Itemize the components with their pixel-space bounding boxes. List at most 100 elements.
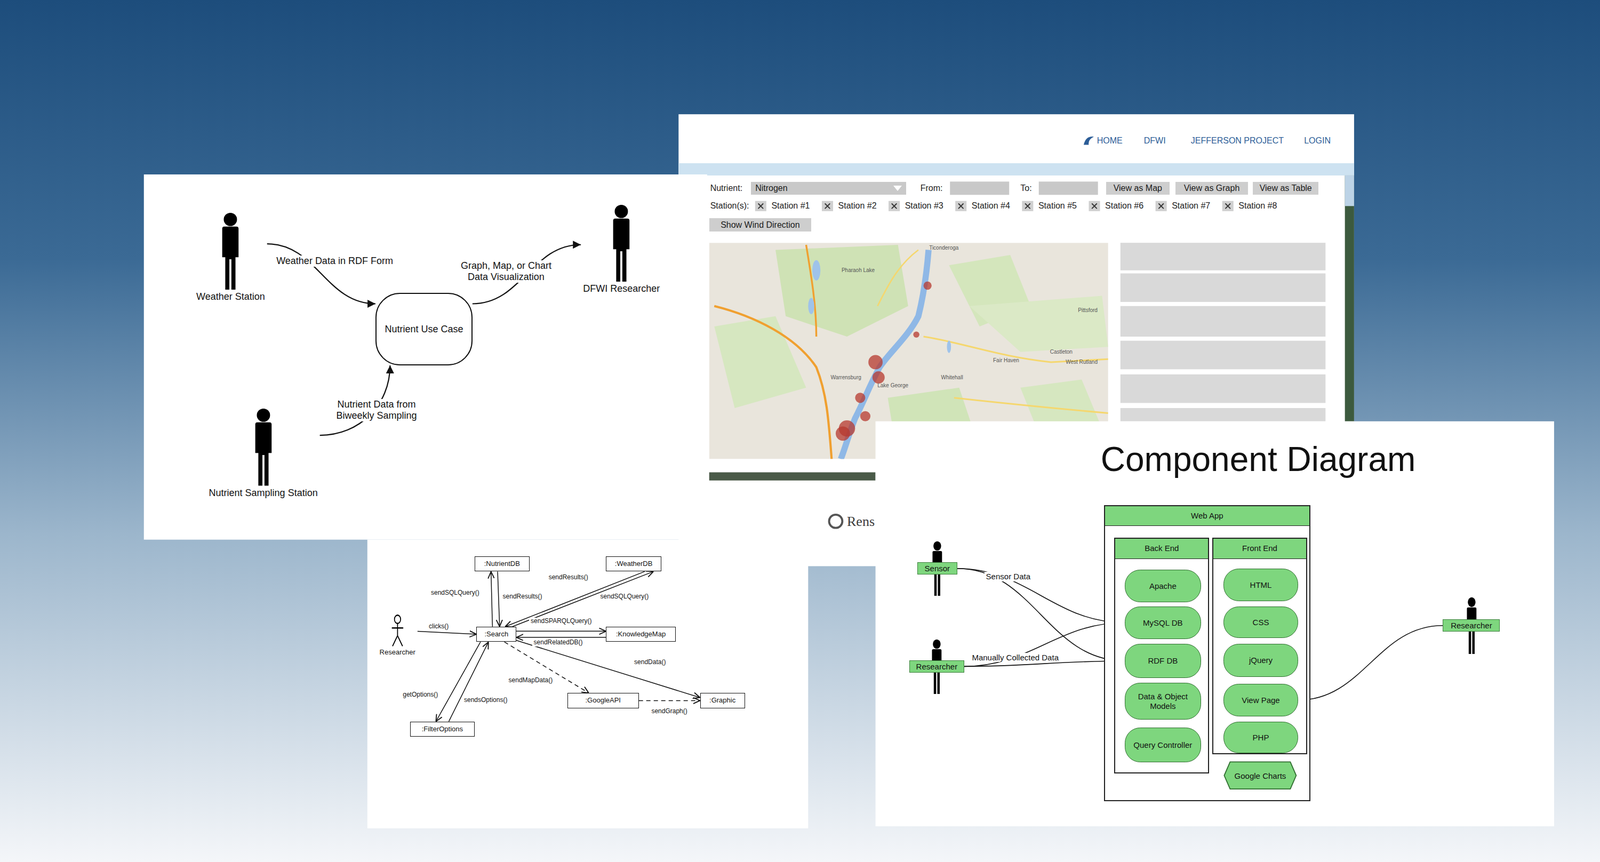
actor-head <box>224 212 238 227</box>
actor: Researcher <box>377 614 418 657</box>
remove-icon <box>1021 201 1034 212</box>
component-pill: Apache <box>1124 569 1202 603</box>
text-label: JEFFERSON PROJECT <box>1190 136 1284 146</box>
object-box: :GoogleAPI <box>567 692 639 709</box>
actor-figure <box>251 408 276 486</box>
connector <box>957 568 1125 661</box>
remove-icon <box>888 201 900 212</box>
actor: Researcher <box>1442 596 1500 654</box>
button: View as Graph <box>1175 181 1248 196</box>
text-label: Nutrient: <box>710 183 743 194</box>
connector <box>957 568 1125 623</box>
text-label: Station #1 <box>771 201 810 211</box>
edge-label: Graph, Map, or Chart Data Visualization <box>452 260 560 283</box>
photo-strip <box>709 472 876 480</box>
edge-label: sendMapData() <box>507 676 555 685</box>
edge-label: Manually Collected Data <box>970 652 1061 662</box>
hexagon-shape <box>1224 762 1296 790</box>
component-pill: RDF DB <box>1124 643 1202 678</box>
date-input <box>1038 181 1099 195</box>
remove-icon <box>821 201 834 212</box>
actor-head <box>394 614 401 623</box>
sky-band <box>678 163 1355 176</box>
actor: DFWI Researcher <box>580 204 662 295</box>
tree-strip <box>1345 175 1355 422</box>
node-label: :NutrientDB <box>484 560 520 568</box>
actor-body <box>254 422 272 486</box>
text-label: Station #7 <box>1171 201 1211 211</box>
actor-head <box>933 541 942 551</box>
node-label: Weather Station <box>196 291 266 303</box>
text-label: HOME <box>1097 136 1123 146</box>
node-label: View Page <box>1241 695 1280 705</box>
component-box: Front EndHTMLCSSjQueryView PagePHP <box>1212 537 1308 755</box>
component-pill: HTML <box>1223 568 1299 602</box>
node-label: Apache <box>1149 581 1177 591</box>
component-hexagon: Google Charts <box>1223 761 1298 790</box>
node-label: :KnowledgeMap <box>616 630 666 639</box>
node-label: View as Graph <box>1184 183 1240 194</box>
remove-icon <box>1222 201 1234 212</box>
component-pill: Data & Object Models <box>1124 682 1202 720</box>
connector <box>504 641 589 693</box>
node-label: Nutrient Sampling Station <box>209 487 318 499</box>
node-label: Data & Object Models <box>1129 691 1197 711</box>
text-label: Lake George <box>877 382 909 389</box>
button: View as Table <box>1252 181 1318 196</box>
node-label: Researcher <box>909 660 965 673</box>
node-label: Show Wind Direction <box>720 220 800 230</box>
node-label: HTML <box>1250 580 1272 590</box>
button: View as Map <box>1106 181 1170 196</box>
connector <box>267 243 376 304</box>
connector <box>638 700 701 702</box>
object-box: :FilterOptions <box>410 721 475 738</box>
component-pill: View Page <box>1223 683 1299 717</box>
text-label: From: <box>920 183 943 194</box>
node-label: Query Controller <box>1133 740 1192 750</box>
connector <box>964 622 1125 667</box>
object-box: :NutrientDB <box>474 556 530 572</box>
node-label: Back End <box>1115 538 1208 559</box>
edge-label: sendSPARQLQuery() <box>529 617 594 626</box>
edge-label: sendResults() <box>547 573 590 582</box>
node-label: :WeatherDB <box>614 560 653 568</box>
edge-label: Sensor Data <box>984 571 1032 581</box>
node-label: :Search <box>484 630 509 639</box>
actor: Nutrient Sampling Station <box>206 408 320 499</box>
node-label: Web App <box>1105 506 1309 526</box>
text-label: Pharaoh Lake <box>841 267 875 274</box>
text-label: Warrensburg <box>830 374 861 381</box>
text-label: Fair Haven <box>993 357 1020 364</box>
component-pill: CSS <box>1223 606 1299 638</box>
actor-figure <box>390 614 405 647</box>
text-label: Station(s): <box>710 201 750 211</box>
node-label: RDF DB <box>1147 656 1178 666</box>
node-label: Researcher <box>379 648 416 657</box>
actor-body <box>222 226 239 291</box>
node-label: View as Table <box>1259 183 1312 194</box>
actor-head <box>1467 597 1476 607</box>
node-label: Google Charts <box>1234 771 1287 781</box>
remove-icon <box>955 201 967 212</box>
text-label: Rens <box>846 513 875 530</box>
node-label: :Graphic <box>709 696 736 705</box>
button: Show Wind Direction <box>709 218 812 232</box>
connector <box>516 636 606 638</box>
use-case-panel <box>144 174 708 540</box>
node-label: Researcher <box>1442 619 1500 632</box>
connector <box>516 630 606 632</box>
node-label: CSS <box>1252 617 1270 627</box>
text-label: West Rutland <box>1065 358 1098 366</box>
node-label: PHP <box>1252 732 1270 742</box>
component-pill: MySQL DB <box>1124 606 1202 639</box>
collaboration-panel <box>367 539 809 829</box>
text-label: Whitehall <box>941 374 964 381</box>
text-label: Station #4 <box>971 201 1011 211</box>
remove-icon <box>1088 201 1100 212</box>
home-icon <box>1083 136 1094 145</box>
actor: Researcher <box>909 638 965 694</box>
text-label: Station #8 <box>1238 201 1277 211</box>
node-label: MySQL DB <box>1142 618 1183 628</box>
actor-body <box>613 218 630 282</box>
